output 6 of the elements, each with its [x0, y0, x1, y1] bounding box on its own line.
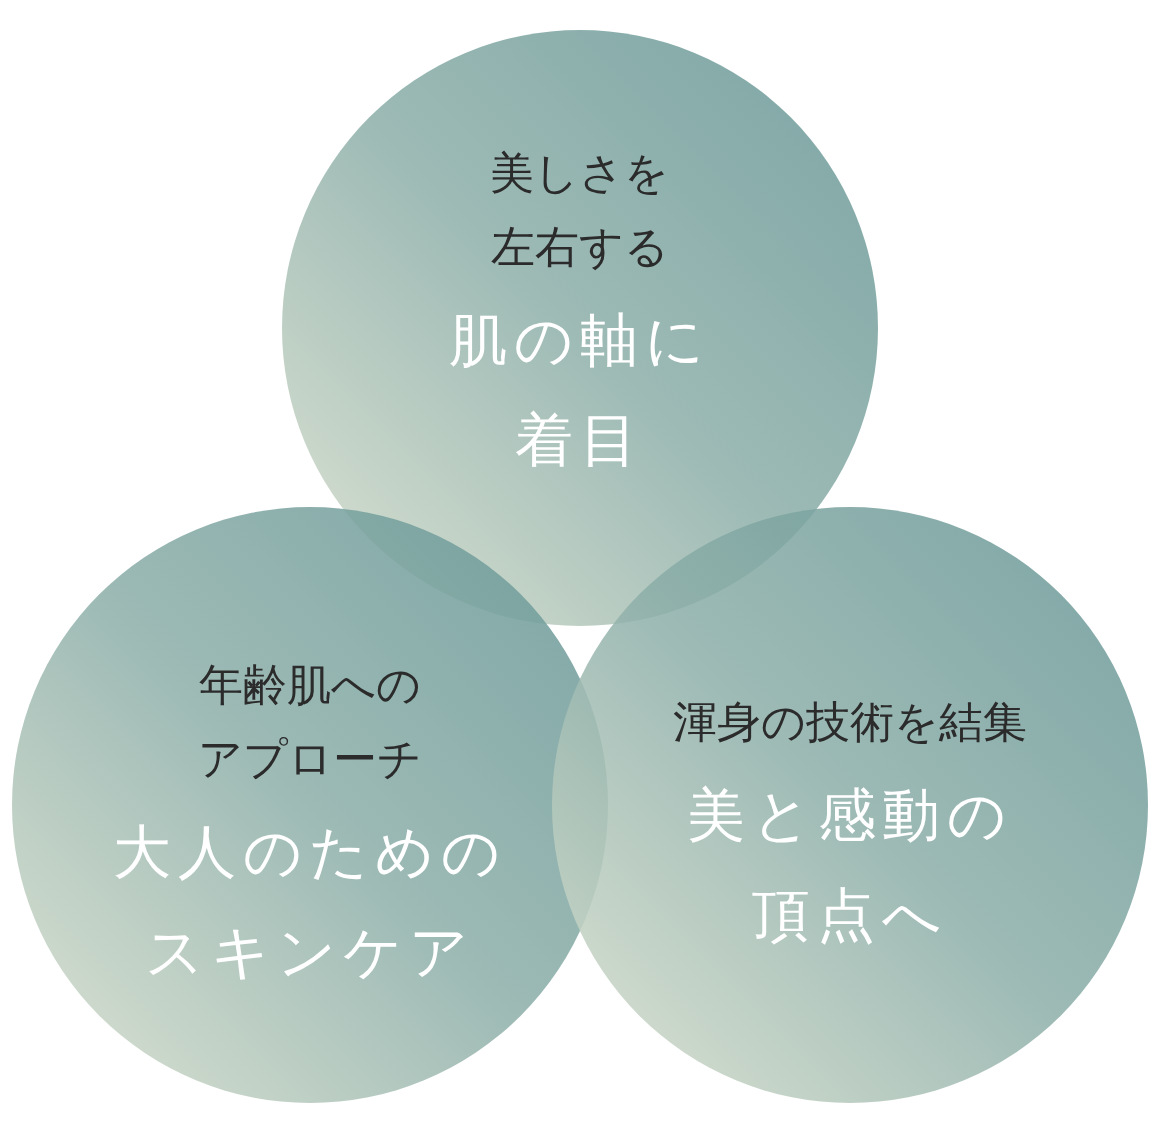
heading-text: 年齢肌へのアプローチ: [197, 658, 423, 786]
heading-text: 渾身の技術を結集: [672, 695, 1028, 749]
tagline-text: 肌の軸に着目: [448, 305, 712, 476]
tagline-text: 大人のためのスキンケア: [112, 817, 508, 988]
heading-text: 美しさを左右する: [489, 146, 671, 274]
tagline-text: 美と感動の頂点へ: [685, 780, 1015, 951]
